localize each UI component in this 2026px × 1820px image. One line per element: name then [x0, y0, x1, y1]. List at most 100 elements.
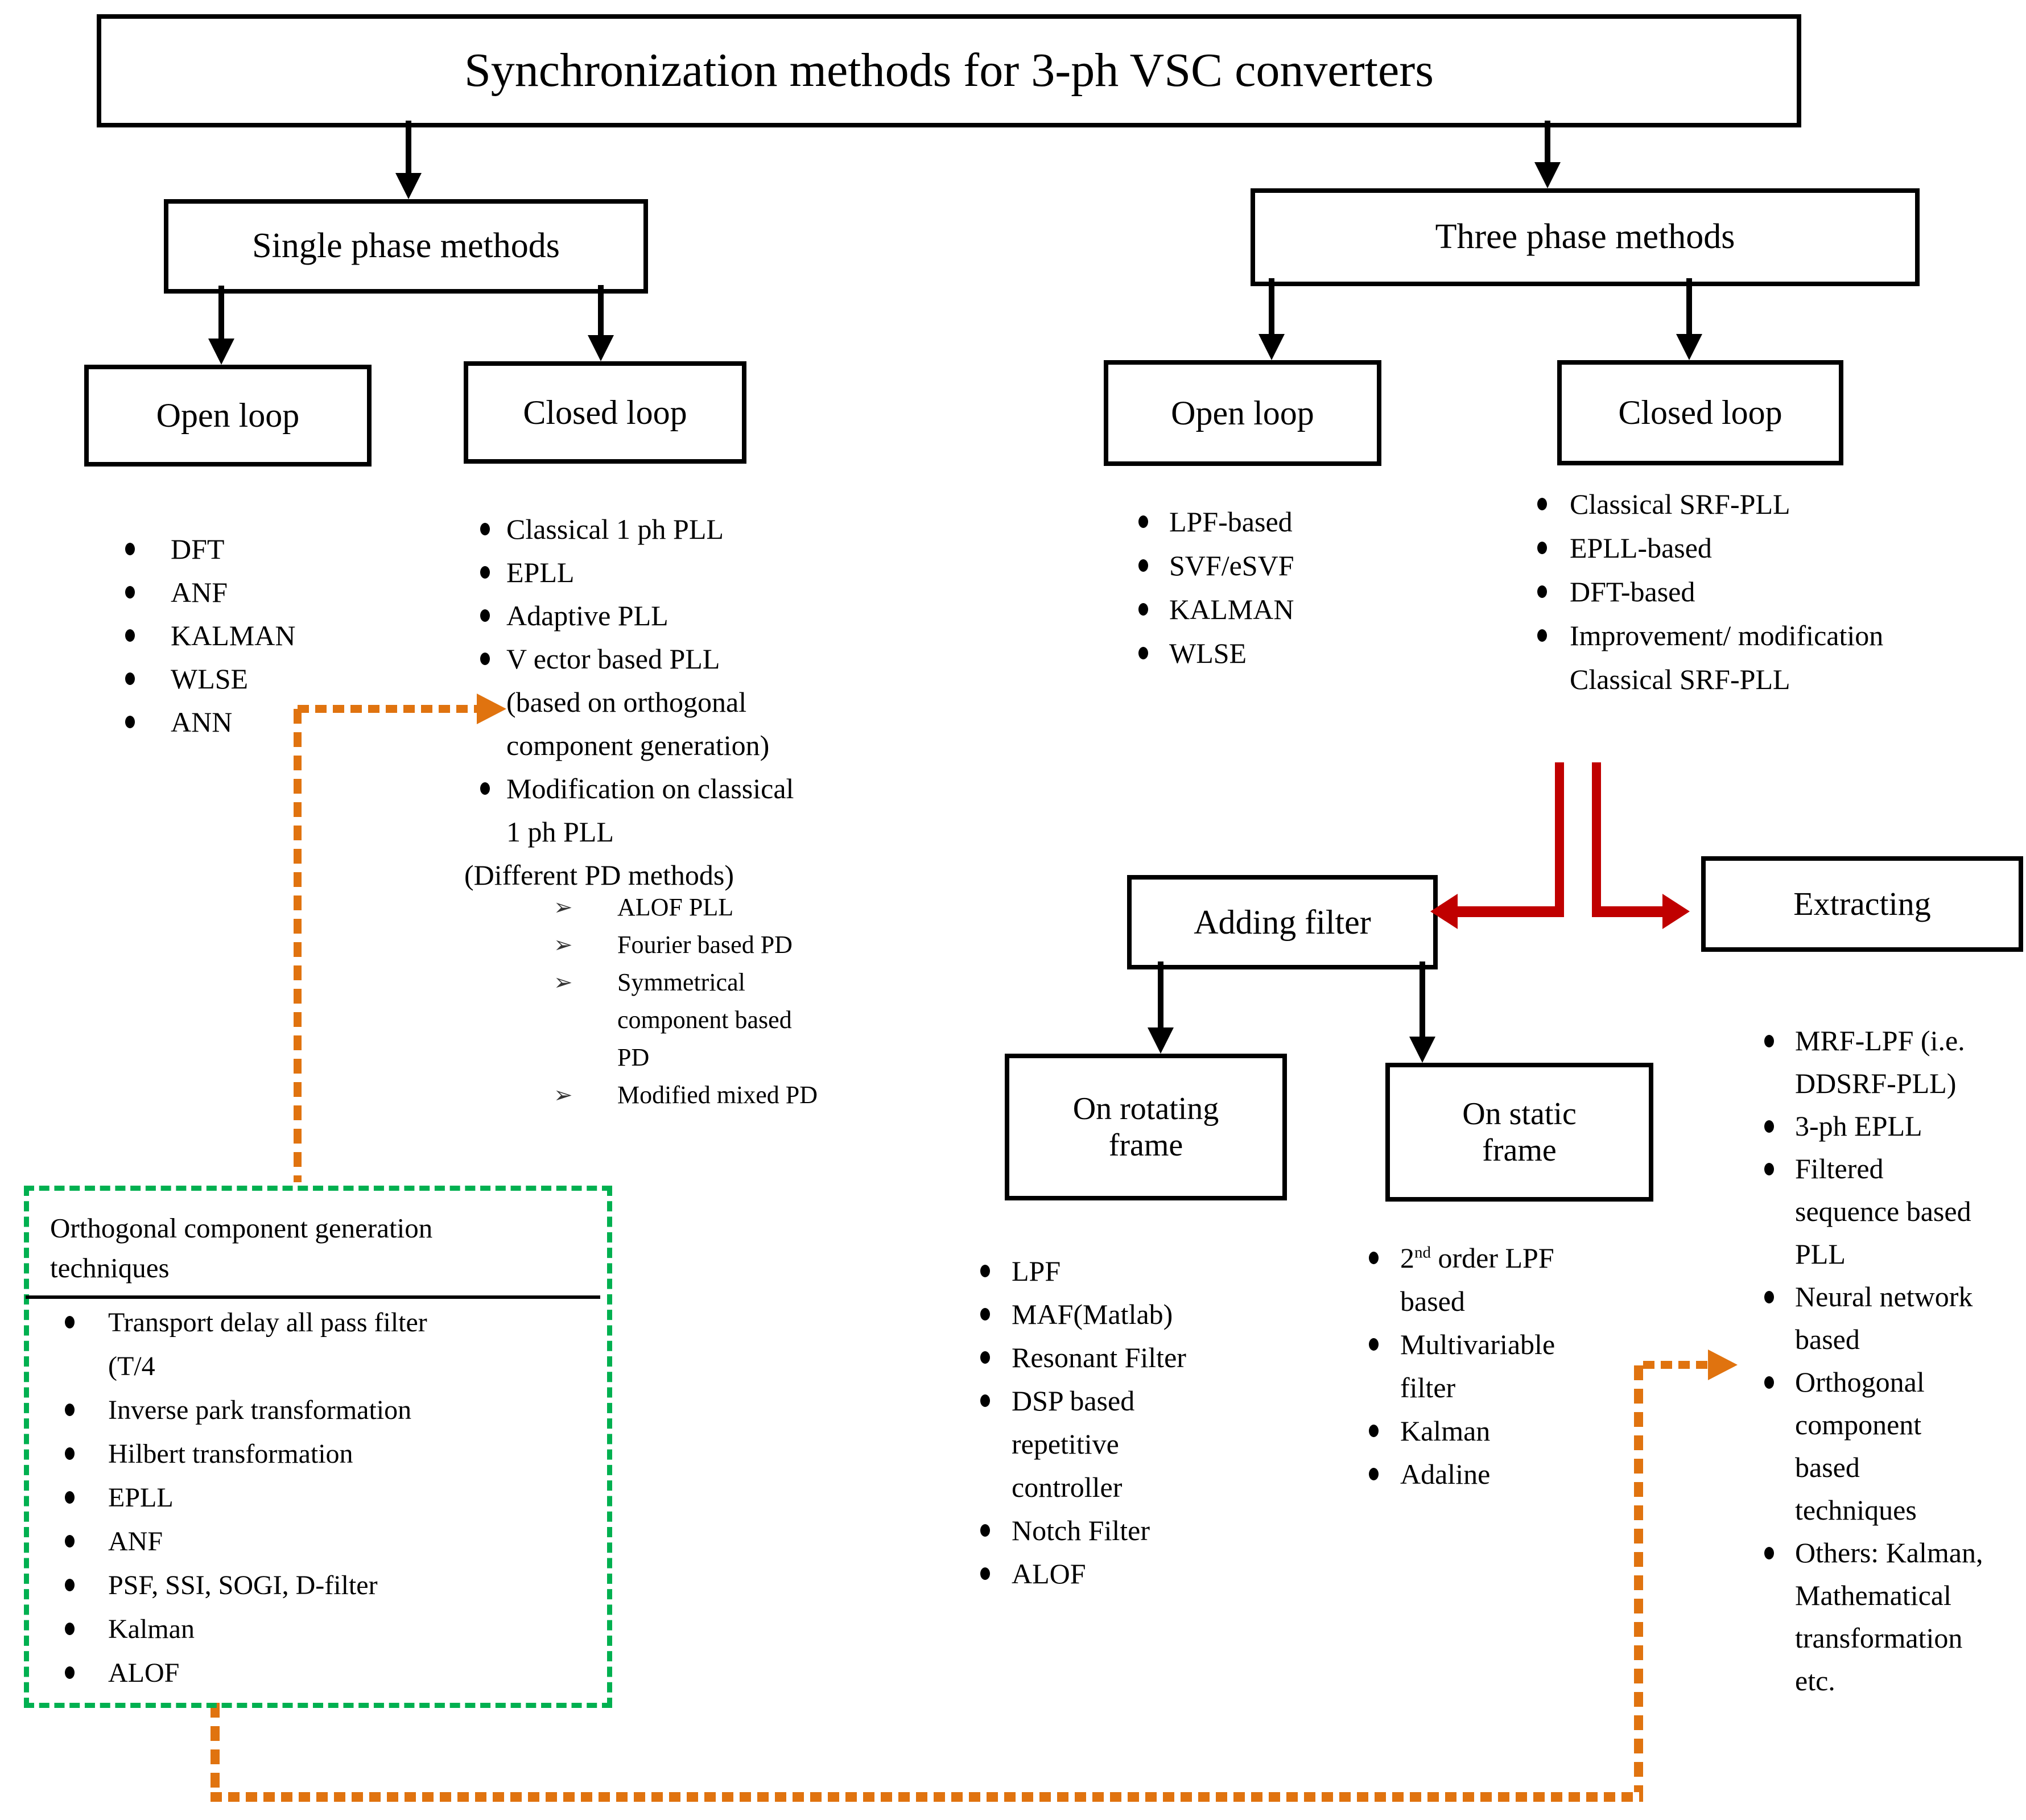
list-item: etc. — [1795, 1660, 1983, 1702]
arrow-adding-to-rotating — [1158, 961, 1163, 1027]
list-item: Hilbert transformation — [65, 1432, 427, 1476]
list-item: transformation — [1795, 1617, 1983, 1660]
list-item-label: Mathematical — [1795, 1579, 1951, 1611]
list-item-label: EPLL-based — [1570, 532, 1712, 564]
orange-path2-bottom — [211, 1792, 1643, 1802]
bullet-icon — [1138, 515, 1148, 528]
list-item: EPLL — [65, 1476, 427, 1520]
list-item-label: Symmetrical — [617, 968, 745, 996]
list-item-label: Multivariable — [1400, 1328, 1555, 1360]
list-item: Multivariable — [1369, 1323, 1555, 1366]
list-item: KALMAN — [125, 614, 296, 657]
list-item-label: Others: Kalman, — [1795, 1537, 1983, 1569]
list-item-label: ALOF PLL — [617, 893, 734, 921]
page-title: Synchronization methods for 3-ph VSC con… — [464, 44, 1434, 97]
list-item: Mathematical — [1795, 1574, 1983, 1617]
list-item: ALOF — [65, 1651, 427, 1695]
list-item-label: Neural network — [1795, 1281, 1973, 1313]
list-item: Filtered — [1764, 1148, 1983, 1190]
list-item-label: ALOF — [1012, 1558, 1086, 1590]
bullet-icon — [480, 523, 490, 535]
arrow-marker-icon: ➢ — [554, 932, 573, 958]
node-label: Closed loop — [1618, 394, 1782, 431]
list-item: KALMAN — [1138, 588, 1294, 632]
list-item-label: Orthogonal — [1795, 1366, 1925, 1398]
red-arrowhead-to-adding-filter — [1430, 894, 1458, 929]
list-item: Modification on classical — [480, 767, 794, 810]
list-item-label: V ector based PLL — [506, 643, 720, 675]
list-item: ALOF — [980, 1552, 1186, 1595]
list-item-label: Adaline — [1400, 1458, 1491, 1490]
orthogonal-techniques-box — [24, 1186, 612, 1708]
node-label: Open loop — [156, 397, 300, 434]
list-item: Resonant Filter — [980, 1336, 1186, 1379]
list-item-label: WLSE — [171, 663, 249, 695]
list-item: 3-ph EPLL — [1764, 1105, 1983, 1148]
list-item: MAF(Matlab) — [980, 1293, 1186, 1336]
list-item: Orthogonal — [1764, 1361, 1983, 1404]
bullet-icon — [1764, 1163, 1774, 1175]
node-label: Open loop — [1171, 394, 1314, 432]
list-item-label: WLSE — [1169, 637, 1247, 669]
list-item-label: Modification on classical — [506, 773, 794, 804]
bullet-icon — [1537, 542, 1547, 554]
node-label: Adding filter — [1194, 903, 1371, 941]
rotating-frame-box: On rotating frame — [1005, 1054, 1287, 1200]
heading-divider — [26, 1295, 600, 1299]
bullet-icon — [480, 566, 490, 579]
list-item-label: Resonant Filter — [1012, 1342, 1186, 1373]
list-item-label: based — [1795, 1323, 1860, 1355]
bullet-icon — [65, 1666, 75, 1679]
list-item: controller — [1012, 1466, 1186, 1509]
list-item: DDSRF-PLL) — [1795, 1062, 1983, 1105]
list-item: ANN — [125, 700, 295, 744]
list-item: Notch Filter — [980, 1509, 1186, 1552]
bullet-icon — [1369, 1425, 1379, 1437]
bullet-icon — [65, 1579, 75, 1591]
list-item-label: transformation — [1795, 1622, 1963, 1654]
list-item: Neural network — [1764, 1276, 1983, 1318]
title-box: Synchronization methods for 3-ph VSC con… — [97, 14, 1801, 127]
list-item-label: Kalman — [1400, 1415, 1491, 1447]
list-item: ANF — [125, 571, 295, 614]
three-closed-loop-box: Closed loop — [1557, 360, 1843, 465]
node-label: Single phase methods — [252, 226, 560, 266]
red-line-right-vertical — [1592, 762, 1601, 917]
list-item: (based on orthogonal — [506, 680, 794, 724]
list-item-label: SVF/eSVF — [1169, 550, 1294, 581]
list-item: LPF — [980, 1249, 1186, 1293]
bullet-icon — [125, 716, 135, 728]
list-item: 1 ph PLL — [506, 810, 794, 853]
list-item-label: 1 ph PLL — [506, 816, 614, 848]
three-phase-box: Three phase methods — [1251, 188, 1920, 286]
list-item-label: KALMAN — [171, 620, 296, 651]
list-item-label: ANN — [171, 706, 233, 738]
bullet-icon — [980, 1308, 990, 1320]
list-item-label: ANF — [108, 1526, 163, 1557]
orange-path1-horizontal — [298, 705, 481, 713]
adding-filter-box: Adding filter — [1127, 875, 1438, 969]
orange-path2-top-arm — [1643, 1361, 1711, 1369]
list-item: PLL — [1795, 1233, 1983, 1276]
orange-path2-drop — [211, 1703, 220, 1795]
arrow-three-to-closed — [1686, 278, 1692, 334]
orange-path1-vertical — [294, 709, 302, 1182]
list-item-label: (based on orthogonal — [506, 686, 747, 718]
list-item-label: DFT-based — [1570, 576, 1695, 608]
list-item-label: Transport delay all pass filter — [108, 1307, 427, 1338]
list-item: WLSE — [125, 657, 295, 700]
list-item-label: filter — [1400, 1372, 1456, 1404]
list-item-label: controller — [1012, 1471, 1123, 1503]
list-item: WLSE — [1138, 632, 1294, 675]
list-item: techniques — [1795, 1489, 1983, 1532]
bullet-icon — [980, 1265, 990, 1277]
list-item: repetitive — [1012, 1422, 1186, 1466]
list-item: LPF-based — [1138, 500, 1294, 544]
list-item: PSF, SSI, SOGI, D-filter — [65, 1563, 427, 1607]
list-item: ➢ALOF PLL — [554, 889, 818, 926]
